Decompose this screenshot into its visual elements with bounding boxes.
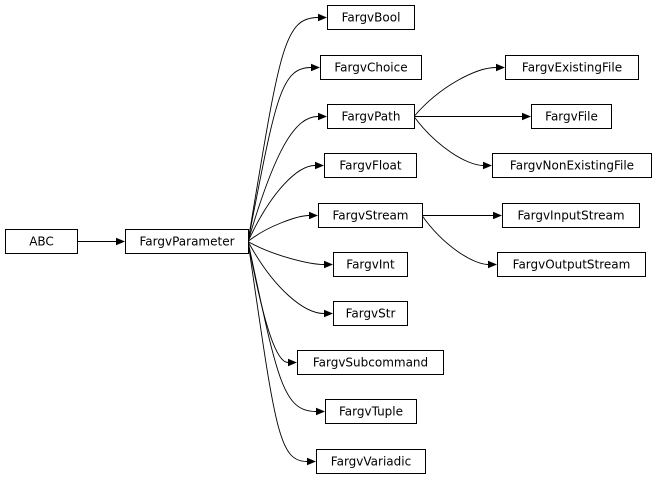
node-fargv-existing-file: FargvExistingFile xyxy=(505,55,639,80)
arrowhead xyxy=(288,358,297,367)
edge-fargv-stream-to-fargv-output-stream xyxy=(421,215,497,269)
edge-fargv-parameter-to-fargv-path xyxy=(247,112,327,242)
node-label: FargvStream xyxy=(332,209,408,223)
edge-fargv-parameter-to-fargv-tuple xyxy=(247,241,325,416)
node-fargv-stream: FargvStream xyxy=(318,203,423,228)
edge-line xyxy=(247,165,316,242)
node-label: FargvStr xyxy=(346,307,396,321)
edge-line xyxy=(413,67,497,117)
node-box xyxy=(318,203,423,228)
node-fargv-subcommand: FargvSubcommand xyxy=(297,350,444,375)
node-box xyxy=(531,104,612,129)
node-box xyxy=(505,55,639,80)
node-label: FargvFile xyxy=(545,110,598,124)
edge-line xyxy=(247,215,310,242)
node-label: FargvChoice xyxy=(334,61,407,75)
node-label: FargvExistingFile xyxy=(522,61,622,75)
arrowhead xyxy=(309,211,318,220)
arrowhead xyxy=(483,161,492,170)
node-fargv-variadic: FargvVariadic xyxy=(316,449,426,474)
arrowhead xyxy=(496,63,505,72)
edge-fargv-parameter-to-fargv-int xyxy=(247,241,333,269)
node-box xyxy=(502,203,640,228)
node-label: FargvTuple xyxy=(339,405,403,419)
arrowhead xyxy=(307,457,316,466)
node-box xyxy=(333,301,408,326)
edge-line xyxy=(413,116,484,166)
node-fargv-parameter: FargvParameter xyxy=(125,229,249,254)
edge-line xyxy=(247,241,325,314)
node-label: FargvVariadic xyxy=(331,455,411,469)
node-box xyxy=(497,252,646,277)
arrowhead xyxy=(116,237,125,246)
node-fargv-float: FargvFloat xyxy=(324,153,417,178)
node-label: FargvSubcommand xyxy=(313,356,428,370)
node-fargv-path: FargvPath xyxy=(327,104,415,129)
arrowhead xyxy=(311,63,320,72)
node-label: ABC xyxy=(29,235,54,249)
edge-fargv-path-to-fargv-non-existing-file xyxy=(413,116,492,170)
node-abc: ABC xyxy=(5,229,78,254)
node-label: FargvNonExistingFile xyxy=(510,159,634,173)
node-box xyxy=(325,399,417,424)
node-fargv-str: FargvStr xyxy=(333,301,408,326)
node-box xyxy=(327,104,415,129)
node-fargv-choice: FargvChoice xyxy=(320,55,422,80)
node-label: FargvPath xyxy=(342,110,401,124)
edge-line xyxy=(247,241,289,363)
arrowhead xyxy=(488,260,497,269)
node-box xyxy=(297,350,444,375)
node-fargv-file: FargvFile xyxy=(531,104,612,129)
edge-fargv-parameter-to-fargv-str xyxy=(247,241,333,318)
edge-fargv-parameter-to-fargv-float xyxy=(247,161,324,242)
arrowhead xyxy=(324,260,333,269)
arrowhead xyxy=(318,13,327,22)
node-box xyxy=(327,5,415,30)
edges-layer xyxy=(76,13,531,466)
node-fargv-input-stream: FargvInputStream xyxy=(502,203,640,228)
arrowhead xyxy=(493,211,502,220)
edge-line xyxy=(247,17,319,242)
node-box xyxy=(320,55,422,80)
edge-abc-to-fargv-parameter xyxy=(76,237,125,246)
node-label: FargvInt xyxy=(346,258,395,272)
arrowhead xyxy=(318,112,327,121)
node-box xyxy=(324,153,417,178)
node-box xyxy=(333,252,408,277)
edge-fargv-parameter-to-fargv-stream xyxy=(247,211,318,242)
node-box xyxy=(492,153,652,178)
edge-fargv-parameter-to-fargv-variadic xyxy=(247,241,316,466)
node-fargv-non-existing-file: FargvNonExistingFile xyxy=(492,153,652,178)
arrowhead xyxy=(316,407,325,416)
node-label: FargvParameter xyxy=(139,235,234,249)
node-fargv-tuple: FargvTuple xyxy=(325,399,417,424)
node-box xyxy=(125,229,249,254)
edge-fargv-path-to-fargv-existing-file xyxy=(413,63,505,117)
edge-line xyxy=(247,67,312,242)
edge-line xyxy=(247,241,308,462)
edge-fargv-parameter-to-fargv-choice xyxy=(247,63,320,242)
node-box xyxy=(316,449,426,474)
arrowhead xyxy=(324,309,333,318)
node-label: FargvBool xyxy=(342,11,401,25)
node-label: FargvOutputStream xyxy=(513,258,631,272)
node-fargv-bool: FargvBool xyxy=(327,5,415,30)
node-box xyxy=(5,229,78,254)
edge-line xyxy=(247,241,317,412)
edge-line xyxy=(247,241,325,265)
edge-fargv-parameter-to-fargv-bool xyxy=(247,13,327,242)
node-fargv-output-stream: FargvOutputStream xyxy=(497,252,646,277)
node-label: FargvInputStream xyxy=(517,209,624,223)
arrowhead xyxy=(315,161,324,170)
node-label: FargvFloat xyxy=(339,159,402,173)
edge-line xyxy=(421,215,489,265)
node-fargv-int: FargvInt xyxy=(333,252,408,277)
arrowhead xyxy=(522,112,531,121)
edge-fargv-stream-to-fargv-input-stream xyxy=(422,211,502,220)
edge-line xyxy=(247,116,319,242)
edge-fargv-parameter-to-fargv-subcommand xyxy=(247,241,297,367)
edge-fargv-path-to-fargv-file xyxy=(414,112,531,121)
